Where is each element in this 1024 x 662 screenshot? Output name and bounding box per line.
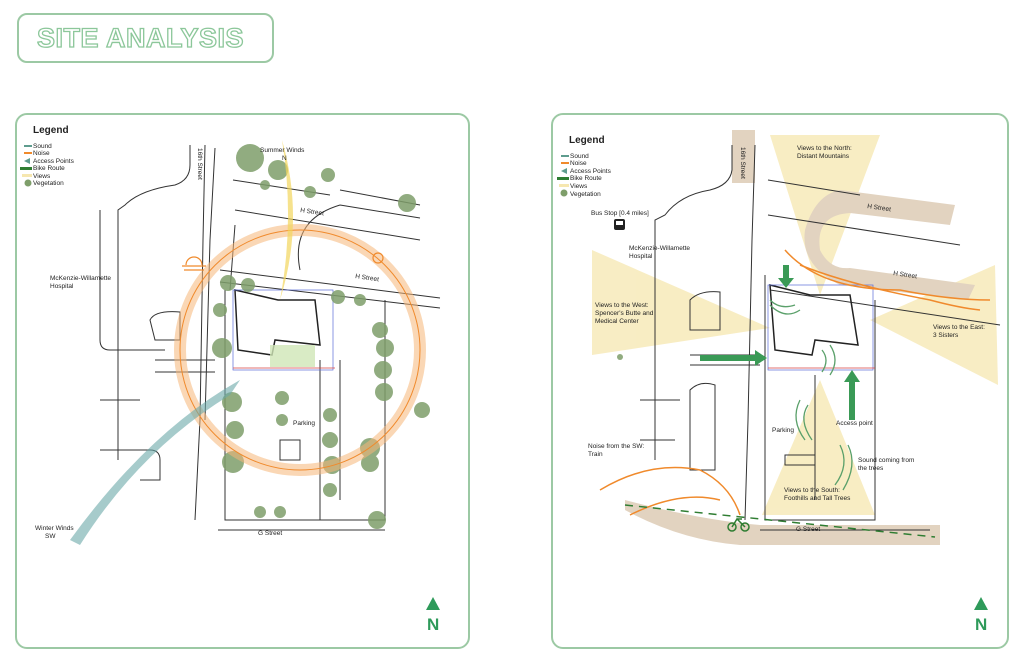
views-east-label: Views to the East:: [933, 324, 985, 331]
views-south-label: Views to the South:: [784, 487, 840, 494]
sound-waves: [769, 299, 853, 491]
g-street-label: G Street: [796, 526, 820, 533]
legend-item: Views: [570, 183, 588, 190]
legend-item: Sound: [570, 153, 589, 160]
bike-icon: [727, 517, 750, 532]
access-arrow-icon: [778, 265, 794, 288]
legend-item: Views: [33, 173, 51, 180]
sun-path: [174, 224, 426, 476]
north-label: N: [975, 615, 987, 634]
legend-title: Legend: [33, 125, 69, 136]
legend-item: Vegetation: [33, 180, 64, 187]
winter-winds-dir: SW: [45, 533, 56, 540]
views-south-label: Foothills and Tall Trees: [784, 495, 851, 502]
legend-item: Access Points: [33, 158, 75, 165]
noise-lines: [599, 249, 991, 516]
hospital-label: Hospital: [629, 253, 653, 260]
noise-sw-label: Noise from the SW:: [588, 443, 644, 450]
legend-item: Bike Route: [570, 175, 602, 182]
vegetation-swatch: [24, 179, 32, 187]
bike-swatch: [20, 167, 32, 170]
north-arrow: N: [974, 597, 988, 634]
street-16th-label: 16th Street: [196, 148, 203, 180]
legend-item: Noise: [570, 160, 587, 167]
building-footprint: [232, 289, 335, 371]
building-footprint: [767, 284, 875, 371]
views-west-label: Spencer's Butte and: [595, 310, 654, 317]
north-label: N: [427, 615, 439, 634]
legend-item: Access Points: [570, 168, 612, 175]
views-swatch: [22, 174, 32, 177]
winter-wind-arrow: [70, 380, 240, 545]
h-street-label: H Street: [893, 270, 918, 280]
north-arrow-icon: [974, 597, 988, 610]
hospital-label: McKenzie-Willamette: [629, 245, 690, 252]
sound-trees-label: Sound coming from: [858, 457, 914, 464]
access-arrow-icon: [700, 350, 767, 366]
views-north-label: Views to the North:: [797, 145, 852, 152]
legend-item: Noise: [33, 150, 50, 157]
page-title: SITE ANALYSIS: [36, 22, 245, 53]
views-east-label: 3 Sisters: [933, 332, 959, 339]
streets-fill: [625, 130, 975, 545]
access-point-label: Access point: [836, 420, 873, 427]
views-north-label: Distant Mountains: [797, 153, 850, 160]
views-west-label: Medical Center: [595, 318, 640, 325]
parking-label: Parking: [772, 427, 794, 434]
h-street-label: H Street: [300, 207, 325, 217]
climate-analysis-panel: [15, 113, 470, 649]
legend-item: Vegetation: [570, 191, 601, 198]
access-arrow-icon: [844, 370, 860, 420]
hospital-label: McKenzie-Willamette: [50, 275, 111, 282]
access-arrow-icon: [561, 168, 567, 174]
bike-route: [624, 504, 936, 538]
legend-item: Bike Route: [33, 165, 65, 172]
legend-left: Legend Sound Noise Access Points Bike Ro…: [20, 125, 75, 187]
sound-swatch: [24, 145, 32, 147]
h-street-label: H Street: [355, 273, 380, 283]
summer-wind-arrow: [280, 140, 294, 300]
street-16th-label: 16th Street: [739, 147, 746, 179]
summer-winds-label: Summer Winds: [260, 147, 305, 154]
hospital-label: Hospital: [50, 283, 74, 290]
sound-trees-label: the trees: [858, 465, 884, 472]
noise-swatch: [24, 152, 32, 154]
access-arrows: [700, 265, 860, 420]
sun-icon: [182, 256, 206, 271]
legend-title: Legend: [569, 135, 605, 146]
vegetation: [617, 354, 623, 360]
h-street-label: H Street: [867, 203, 892, 213]
summer-winds-dir: N: [282, 155, 287, 162]
sun-icon: [372, 252, 384, 264]
g-street-label: G Street: [258, 530, 282, 537]
legend-right: Legend Sound Noise Access Points Bike Ro…: [557, 135, 612, 198]
winter-winds-label: Winter Winds: [35, 525, 74, 532]
legend-item: Sound: [33, 143, 52, 150]
vegetation: [212, 144, 430, 529]
views-west-label: Views to the West:: [595, 302, 649, 309]
access-arrow-icon: [24, 158, 30, 164]
road-network: [640, 144, 1001, 531]
north-arrow: N: [426, 597, 440, 634]
north-arrow-icon: [426, 597, 440, 610]
noise-sw-label: Train: [588, 451, 603, 458]
bus-stop-label: Bus Stop [0.4 miles]: [591, 210, 649, 217]
title-box: SITE ANALYSIS: [17, 13, 274, 63]
parking-label: Parking: [293, 420, 315, 427]
bus-icon: [614, 219, 625, 230]
